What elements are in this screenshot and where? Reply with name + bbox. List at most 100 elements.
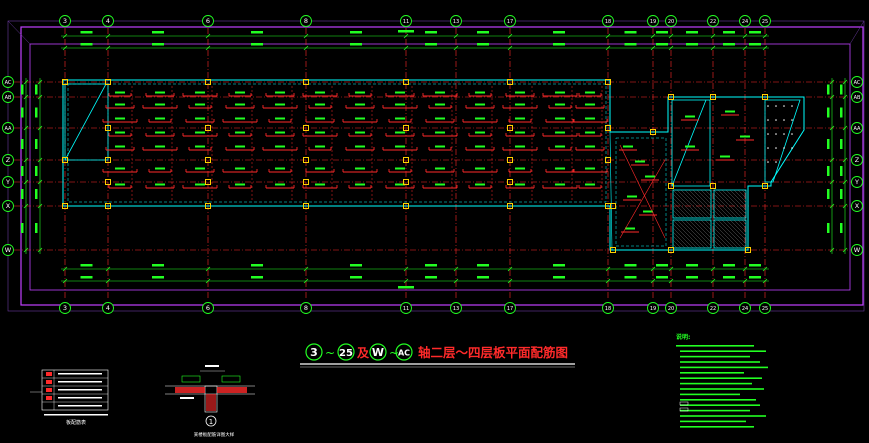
dimension-tick	[829, 79, 835, 85]
note-line	[680, 361, 760, 363]
hatch-line	[713, 213, 719, 219]
hatch-line	[713, 201, 731, 219]
dimension-tick	[507, 45, 513, 51]
rebar-label	[115, 145, 125, 148]
stair-opening	[671, 99, 711, 187]
rebar-label	[515, 183, 525, 186]
axis-bubble-right	[851, 176, 863, 188]
axis-bubble-bottom-label: 17	[507, 306, 513, 312]
overall-dimension-mark	[398, 286, 414, 289]
rebar-label	[623, 145, 633, 148]
notes-block: 说明:	[676, 333, 768, 428]
hatch-line	[672, 239, 682, 249]
dimension-tick	[762, 278, 768, 284]
dimension-tick	[742, 33, 748, 39]
hatch-line	[725, 189, 747, 211]
dimension-text-mark	[553, 276, 565, 279]
axis-bubble-bottom-label: 3	[63, 304, 67, 312]
rebar-label	[275, 145, 285, 148]
note-line	[680, 415, 766, 417]
axis-bubble-left-label: Y	[5, 178, 10, 186]
dimension-tick	[829, 125, 835, 131]
dimension-tick	[710, 278, 716, 284]
rebar-label	[685, 145, 695, 148]
axis-bubble-top-label: 25	[762, 19, 768, 25]
rebar-label	[315, 103, 325, 106]
column	[303, 157, 309, 163]
dimension-tick	[453, 45, 459, 51]
dimension-tick	[650, 266, 656, 272]
column	[105, 157, 111, 163]
hatch-line	[741, 189, 747, 195]
axis-bubble-bottom	[647, 302, 659, 314]
hatch-line	[717, 219, 747, 249]
dimension-text-mark	[21, 107, 24, 118]
axis-bubble-right-label: X	[855, 202, 860, 210]
columns	[62, 79, 768, 253]
axis-bubble-top-label: 13	[453, 19, 459, 25]
axis-bubble-bottom	[202, 302, 214, 314]
frame-corner	[849, 20, 865, 45]
note-symbol	[679, 401, 689, 406]
axis-bubble-bottom-label: 8	[304, 304, 308, 312]
dimension-text-mark	[251, 264, 263, 267]
hatch-line	[700, 189, 712, 201]
dimension-text-mark	[656, 31, 668, 34]
note-line	[680, 404, 760, 406]
note-line	[680, 355, 750, 358]
opening-diagonal	[64, 83, 107, 161]
axis-bubble-right-label: Y	[854, 178, 859, 186]
dimension-tick	[23, 79, 29, 85]
rebar-label	[625, 227, 635, 230]
rebar-label	[435, 167, 445, 170]
hatch-line	[680, 219, 710, 249]
column	[303, 179, 309, 185]
hatch-line	[672, 205, 686, 219]
column	[610, 203, 616, 209]
axis-bubble-top	[400, 15, 412, 27]
hatch-dot	[775, 161, 777, 163]
rebar-label	[475, 145, 485, 148]
hatch-dot	[791, 105, 793, 107]
hatch-line	[676, 219, 706, 249]
dimension-tick	[668, 45, 674, 51]
dimension-text-mark	[152, 43, 164, 46]
axis-bubble-left	[2, 76, 14, 88]
dimension-text-mark	[80, 43, 93, 46]
title-tilde-1: ~	[325, 346, 335, 360]
dimension-tick	[842, 179, 848, 185]
hatch-line	[672, 197, 694, 219]
rebar-label	[275, 183, 285, 186]
axis-bubble-bottom	[102, 302, 114, 314]
dimension-tick	[23, 157, 29, 163]
column	[668, 94, 674, 100]
hatch-line	[696, 219, 712, 235]
hatch-line	[672, 213, 678, 219]
dimension-tick	[507, 278, 513, 284]
rebar-label	[475, 131, 485, 134]
dimension-tick	[650, 45, 656, 51]
axis-bubble-bottom	[59, 302, 71, 314]
axis-bubble-bottom	[759, 302, 771, 314]
axis-bubble-top-label: 8	[304, 17, 308, 25]
rebar-label	[235, 131, 245, 134]
column	[762, 183, 768, 189]
rebar-label	[315, 131, 325, 134]
hatch-dot	[767, 147, 769, 149]
axis-bubble-bottom	[450, 302, 462, 314]
hatch-dot	[775, 119, 777, 121]
axis-bubble-top	[300, 15, 312, 27]
rebar-label	[235, 183, 245, 186]
note-line	[680, 372, 744, 374]
axis-bubble-top-label: 17	[507, 19, 513, 25]
rebar-label	[235, 167, 245, 170]
column	[668, 183, 674, 189]
axis-bubble-bottom	[707, 302, 719, 314]
axis-bubble-bottom-label: 4	[106, 304, 110, 312]
dimension-text-mark	[686, 43, 698, 46]
axis-bubble-right-label: AB	[854, 95, 861, 101]
title-tilde-2: ~	[389, 346, 399, 360]
rebar-label	[115, 131, 125, 134]
rebar-label	[555, 91, 565, 94]
hatch-line	[717, 189, 747, 219]
